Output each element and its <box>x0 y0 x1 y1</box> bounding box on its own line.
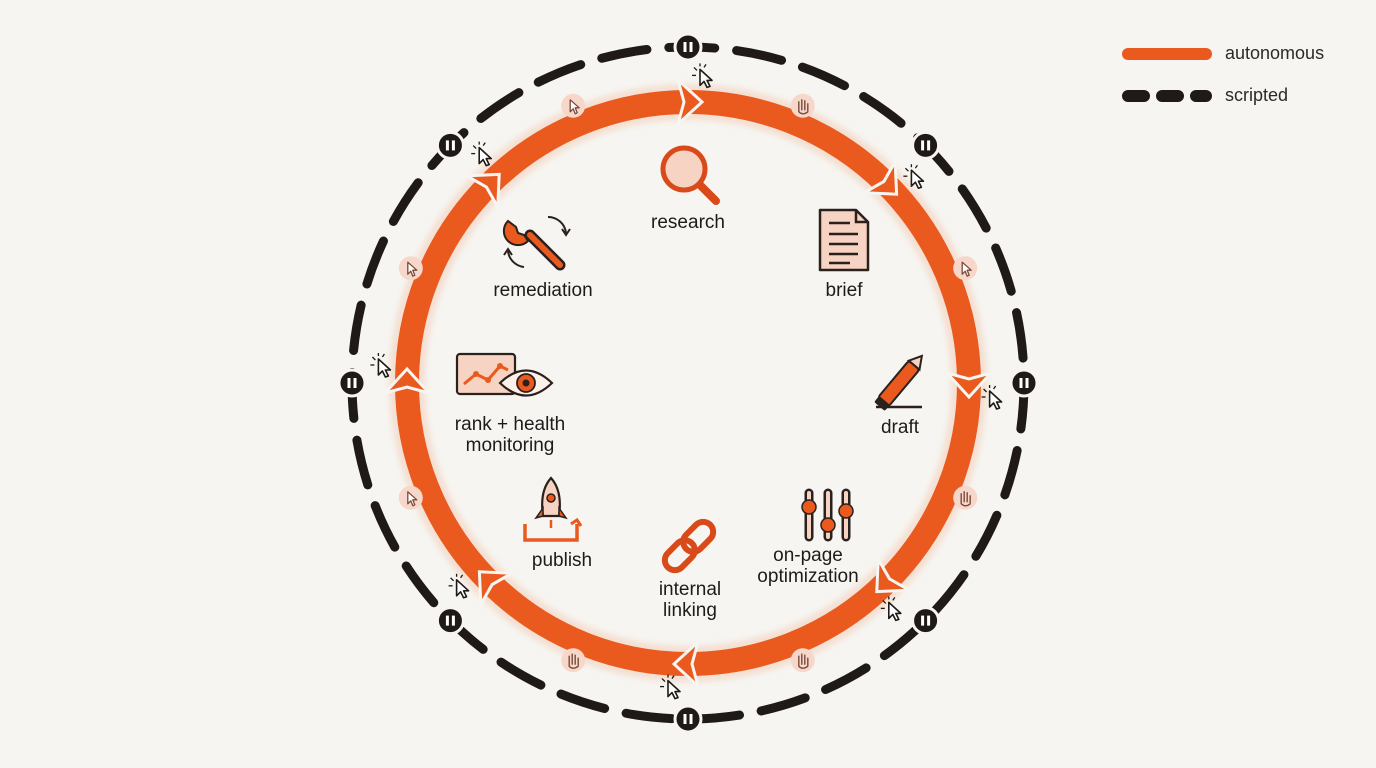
cursor-icon <box>953 256 978 281</box>
pause-icon <box>1009 368 1039 398</box>
pause-icon <box>911 130 941 160</box>
cursor-icon <box>398 256 423 281</box>
pause-icon <box>435 130 465 160</box>
chart-eye-icon <box>455 352 554 397</box>
cursor-click-icon <box>660 674 681 700</box>
cursor-icon <box>561 93 586 118</box>
hand-icon <box>790 93 815 118</box>
step-label-publish: publish <box>531 550 593 571</box>
pen-icon <box>874 354 924 411</box>
hand-icon <box>561 648 586 673</box>
step-label-internal-linking: internal linking <box>658 579 722 621</box>
legend-scripted-label: scripted <box>1225 85 1289 105</box>
cursor-click-icon <box>981 385 1003 410</box>
step-label-on-page-optimization: on-page optimization <box>757 545 859 587</box>
hand-icon <box>953 485 978 510</box>
autonomous-ring-arrowheads <box>380 75 996 691</box>
chain-link-icon <box>661 518 717 574</box>
step-label-research: research <box>651 212 725 233</box>
hand-icon <box>790 648 815 673</box>
pause-icon <box>435 606 465 636</box>
document-icon <box>818 208 870 272</box>
flow-arrowhead <box>671 637 701 691</box>
pause-icon <box>337 368 367 398</box>
pause-icon <box>911 606 941 636</box>
magnifier-icon <box>660 145 720 205</box>
cursor-click-icon <box>903 164 925 189</box>
cursor-click-icon <box>692 63 713 89</box>
cursor-icon <box>398 485 423 510</box>
flow-arrowhead <box>858 156 899 196</box>
rocket-icon <box>523 476 583 542</box>
legend-autonomous-label: autonomous <box>1225 43 1325 63</box>
flow-arrowhead <box>675 75 705 129</box>
step-label-brief: brief <box>825 280 863 301</box>
outer-ring-markers <box>337 32 1039 734</box>
step-label-draft: draft <box>880 417 920 438</box>
step-label-remediation: remediation <box>493 280 593 301</box>
flow-arrowhead <box>875 553 915 594</box>
pause-icon <box>673 704 703 734</box>
outer-ring-interaction-markers <box>398 93 978 673</box>
wrench-cycle-icon <box>502 215 571 271</box>
pause-icon <box>673 32 703 62</box>
flow-arrowhead <box>461 172 501 213</box>
flow-arrowhead <box>477 570 518 610</box>
flow-arrowhead <box>942 370 996 400</box>
step-label-rank-health-monitoring: rank + health monitoring <box>454 414 566 456</box>
cursor-click-icon <box>370 353 392 378</box>
sliders-icon <box>801 488 854 542</box>
flow-arrowhead <box>380 366 434 396</box>
cursor-click-icon <box>471 141 493 167</box>
cursor-click-icon <box>880 596 902 622</box>
cursor-click-icon <box>448 573 470 599</box>
